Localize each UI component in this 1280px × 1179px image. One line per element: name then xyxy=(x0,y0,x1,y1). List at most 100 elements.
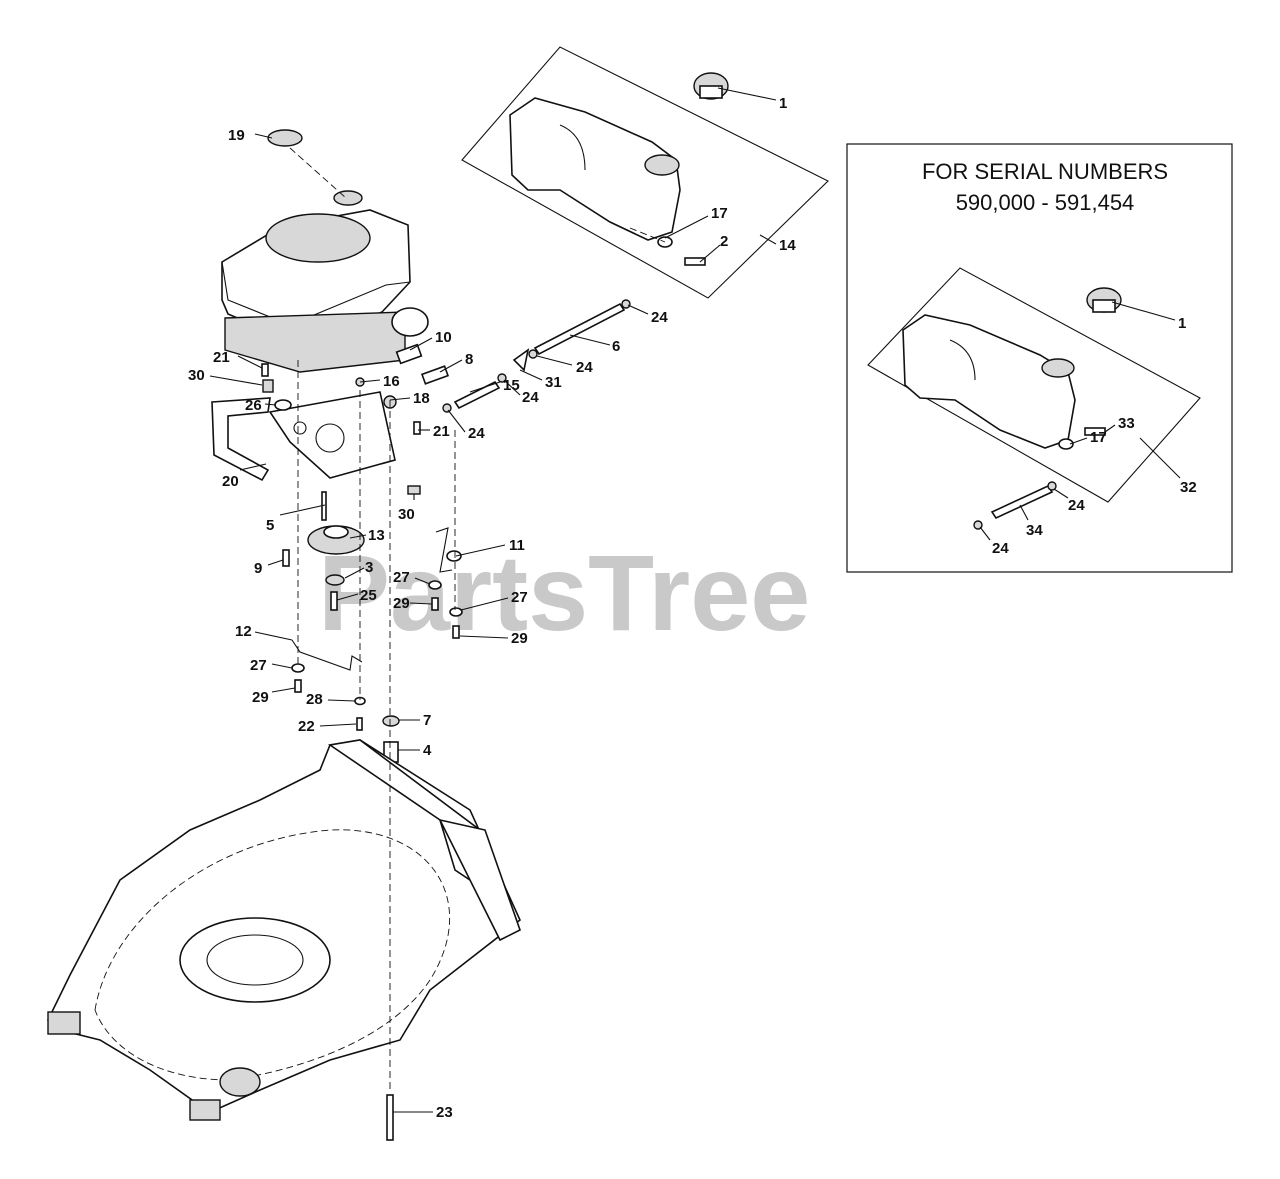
inset-callout-33: 33 xyxy=(1118,415,1135,432)
bolt-9 xyxy=(282,549,290,567)
fitting-10 xyxy=(395,343,423,365)
leader-3 xyxy=(344,567,365,579)
bracket-20 xyxy=(211,397,271,482)
deck-front-wheel-mount-left xyxy=(47,1011,81,1035)
callout-17: 17 xyxy=(711,205,728,222)
inset-washer-17 xyxy=(1058,438,1074,450)
leader-14 xyxy=(759,234,777,245)
callout-26: 26 xyxy=(245,397,262,414)
callout-8: 8 xyxy=(465,351,473,368)
washer-11 xyxy=(446,550,462,562)
fuel-line-6 xyxy=(533,302,626,356)
leader-24c xyxy=(503,379,521,396)
leader-24a xyxy=(627,304,649,315)
leader-24b xyxy=(536,355,573,366)
callout-21a: 21 xyxy=(213,349,230,366)
inset-leader-1 xyxy=(1111,301,1176,321)
oil-cap xyxy=(333,190,363,206)
inset-fuel-line-34 xyxy=(990,484,1054,520)
callout-6: 6 xyxy=(612,338,620,355)
alignment-lines xyxy=(289,147,666,1090)
inset-leader-24b xyxy=(979,526,991,541)
inset-callout-17: 17 xyxy=(1090,429,1107,446)
inset-leader-33 xyxy=(1104,424,1116,433)
fuel-tank-assembly xyxy=(461,46,829,299)
washer-27c xyxy=(291,663,305,673)
bolt-21b xyxy=(413,421,421,435)
leader-9 xyxy=(267,559,284,566)
fitting-8 xyxy=(420,365,450,385)
bolt-22 xyxy=(356,717,363,731)
inset-callout-34: 34 xyxy=(1026,522,1043,539)
inset-tank-frame xyxy=(867,267,1201,503)
callout-4: 4 xyxy=(423,742,432,759)
deck-inner-contour xyxy=(94,829,450,1081)
washer-7 xyxy=(382,715,400,727)
mower-deck xyxy=(47,739,521,1121)
deck-front-wheel-mount-right xyxy=(189,1099,221,1121)
callout-27c: 27 xyxy=(250,657,267,674)
callout-30b: 30 xyxy=(398,506,415,523)
bolt-21a xyxy=(261,363,269,377)
leader-15 xyxy=(469,381,501,393)
bolt-23 xyxy=(386,1094,394,1141)
fuel-tank-contour xyxy=(559,124,586,171)
engine-recoil-cover xyxy=(265,213,371,263)
inset-clamp-24a xyxy=(1047,481,1057,491)
serial-inset: FOR SERIAL NUMBERS 590,000 - 591,454 1 1… xyxy=(846,143,1233,573)
inset-leader-17 xyxy=(1069,437,1088,445)
leader-2 xyxy=(699,244,721,263)
inset-callout-24b: 24 xyxy=(992,540,1009,557)
callout-3: 3 xyxy=(365,559,373,576)
leader-27a xyxy=(414,577,431,585)
inset-callout-1: 1 xyxy=(1178,315,1186,332)
callout-13: 13 xyxy=(368,527,385,544)
bolt-29b xyxy=(452,625,460,639)
washer-26 xyxy=(274,399,292,411)
inset-fuel-cap-skirt xyxy=(1092,299,1116,313)
bolt-25 xyxy=(330,591,338,611)
inset-callout-32: 32 xyxy=(1180,479,1197,496)
bolt-29c xyxy=(294,679,302,693)
callout-27a: 27 xyxy=(393,569,410,586)
leader-29a xyxy=(409,602,433,605)
leader-21a xyxy=(237,355,263,369)
callout-2: 2 xyxy=(720,233,728,250)
callout-9: 9 xyxy=(254,560,262,577)
clamp-24a xyxy=(621,299,631,309)
engine-assembly xyxy=(221,129,450,409)
callout-27b: 27 xyxy=(511,589,528,606)
callout-12: 12 xyxy=(235,623,252,640)
washer-3 xyxy=(325,574,345,586)
cap-19 xyxy=(267,129,303,147)
watermark-text: PartsTree xyxy=(318,532,810,653)
link-12 xyxy=(291,639,363,671)
callout-20: 20 xyxy=(222,473,239,490)
engine-block xyxy=(224,311,406,373)
leader-8 xyxy=(439,359,463,373)
fuel-tank-frame xyxy=(461,46,829,299)
leader-30a xyxy=(209,375,263,386)
leader-25 xyxy=(336,593,359,601)
leader-27b xyxy=(460,597,509,611)
callout-15: 15 xyxy=(503,377,520,394)
adapter-13-hub xyxy=(323,525,349,539)
blade-adapter-stack xyxy=(282,525,365,611)
leader-29b xyxy=(459,635,509,639)
mounting-plate-assembly xyxy=(211,391,421,521)
leader-31 xyxy=(519,369,543,381)
callout-24a: 24 xyxy=(651,309,668,326)
callout-28: 28 xyxy=(306,691,323,708)
leader-27c xyxy=(271,663,293,669)
leader-26 xyxy=(264,403,277,406)
inset-title-line1: FOR SERIAL NUMBERS xyxy=(922,159,1168,184)
leader-16 xyxy=(359,379,381,383)
inset-leader-24a xyxy=(1053,488,1069,499)
align-19 xyxy=(289,147,347,199)
leader-28 xyxy=(327,699,356,702)
mounting-plate xyxy=(268,391,396,479)
callout-10: 10 xyxy=(435,329,452,346)
leader-29c xyxy=(271,687,296,693)
bolt-29a xyxy=(431,597,439,611)
